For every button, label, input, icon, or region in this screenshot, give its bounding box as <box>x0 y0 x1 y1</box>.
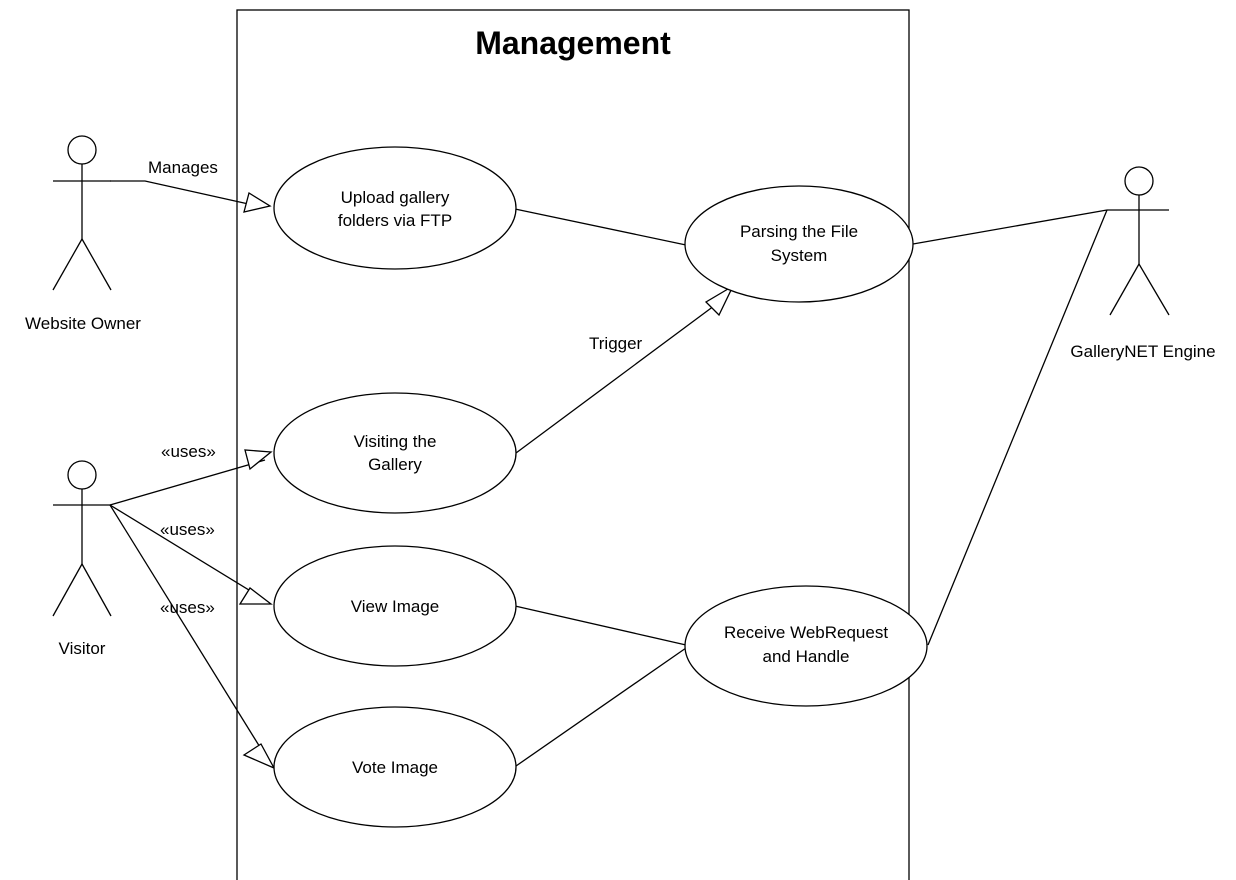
use-case-parse-label-2: System <box>771 246 828 265</box>
use-case-receive[interactable]: Receive WebRequest and Handle <box>684 585 928 707</box>
use-case-vote[interactable]: Vote Image <box>273 706 517 828</box>
use-case-upload[interactable]: Upload gallery folders via FTP <box>273 146 517 270</box>
system-boundary-title: Management <box>475 25 671 61</box>
trigger-label: Trigger <box>589 334 643 353</box>
actor-gallerynet-engine[interactable]: GalleryNET Engine <box>1070 166 1216 361</box>
use-case-receive-ellipse <box>684 585 928 707</box>
stick-figure-icon <box>1107 166 1170 316</box>
view-receive-line <box>514 605 687 646</box>
stick-figure-icon <box>52 135 112 291</box>
manages-line <box>110 180 254 206</box>
arrowhead-view <box>238 587 273 605</box>
uses-view-label: «uses» <box>160 520 215 539</box>
uses-visit-label: «uses» <box>161 442 216 461</box>
arrowhead-upload <box>243 191 272 213</box>
actor-website-owner[interactable]: Website Owner <box>25 135 141 333</box>
uses-vote-line <box>109 504 264 753</box>
receive-engine-line <box>927 209 1108 646</box>
use-case-parse-label-1: Parsing the File <box>740 222 858 241</box>
trigger-line <box>515 299 723 454</box>
manages-label: Manages <box>148 158 218 177</box>
uses-view-line <box>109 504 263 599</box>
actor-gallerynet-engine-label: GalleryNET Engine <box>1070 342 1215 361</box>
uses-visit-line <box>109 459 266 506</box>
vote-receive-line <box>515 647 687 767</box>
arrowhead-parse <box>704 284 735 317</box>
actor-visitor-label: Visitor <box>59 639 106 658</box>
stick-figure-icon <box>52 460 112 617</box>
association-lines <box>109 180 1108 767</box>
uses-vote-label: «uses» <box>160 598 215 617</box>
use-case-upload-ellipse <box>273 146 517 270</box>
actor-visitor[interactable]: Visitor <box>52 460 112 658</box>
use-case-parse[interactable]: Parsing the File System <box>684 185 914 303</box>
use-case-visit-ellipse <box>273 392 517 514</box>
use-case-view-label: View Image <box>351 597 440 616</box>
use-case-view-ellipse <box>273 545 517 667</box>
use-case-visit[interactable]: Visiting the Gallery <box>273 392 517 514</box>
use-case-receive-label-2: and Handle <box>763 647 850 666</box>
use-case-visit-label-2: Gallery <box>368 455 422 474</box>
use-case-receive-label-1: Receive WebRequest <box>724 623 888 642</box>
use-case-vote-ellipse <box>273 706 517 828</box>
arrowheads <box>238 191 735 770</box>
use-case-vote-label: Vote Image <box>352 758 438 777</box>
upload-parse-line <box>514 208 687 246</box>
actor-website-owner-label: Website Owner <box>25 314 141 333</box>
parse-engine-line <box>912 209 1108 245</box>
system-boundary <box>236 9 910 880</box>
use-case-view[interactable]: View Image <box>273 545 517 667</box>
arrowhead-visit <box>244 449 273 471</box>
use-case-upload-label-2: folders via FTP <box>338 211 452 230</box>
arrowhead-vote <box>242 743 276 770</box>
use-case-upload-label-1: Upload gallery <box>341 188 450 207</box>
use-case-parse-ellipse <box>684 185 914 303</box>
use-case-visit-label-1: Visiting the <box>354 432 437 451</box>
